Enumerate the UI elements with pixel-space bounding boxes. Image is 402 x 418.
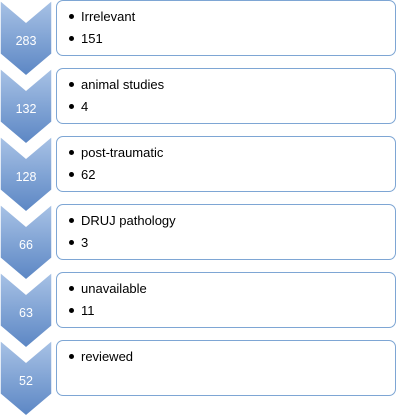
bullet-item: 62 — [69, 164, 395, 186]
chevron-polygon — [0, 204, 53, 281]
bullet-item: 151 — [69, 28, 395, 50]
bullet-item: 3 — [69, 232, 395, 254]
bullet-item: unavailable — [69, 278, 395, 300]
chevron-shape — [0, 272, 53, 349]
bullet-item: Irrelevant — [69, 6, 395, 28]
step-count: 128 — [15, 170, 37, 184]
step-count: 66 — [19, 238, 33, 252]
bullet-item: post-traumatic — [69, 142, 395, 164]
chevron-polygon — [0, 68, 53, 145]
step-count: 63 — [19, 306, 33, 320]
chevron-arrow: 66 — [0, 204, 56, 282]
chevron-arrow: 128 — [0, 136, 56, 214]
chevron-shape — [0, 68, 53, 145]
step-count: 283 — [15, 34, 37, 48]
chevron-polygon — [0, 272, 53, 349]
chevron-polygon — [0, 340, 53, 417]
bullet-list: reviewed — [57, 341, 395, 368]
chevron-shape — [0, 0, 53, 77]
chevron-arrow: 52 — [0, 340, 56, 418]
chevron-shape — [0, 136, 53, 213]
chevron-shape — [0, 204, 53, 281]
chevron-polygon — [0, 136, 53, 213]
bullet-item: DRUJ pathology — [69, 210, 395, 232]
chevron-arrow: 132 — [0, 68, 56, 146]
bullet-item: animal studies — [69, 74, 395, 96]
chevron-arrow: 283 — [0, 0, 56, 78]
bullet-item: 4 — [69, 96, 395, 118]
chevron-arrow: 63 — [0, 272, 56, 350]
step-count: 52 — [19, 374, 33, 388]
bullet-item: reviewed — [69, 346, 395, 368]
flow-step: reviewed 52 — [0, 340, 402, 417]
chevron-shape — [0, 340, 53, 417]
step-count: 132 — [15, 102, 37, 116]
chevron-polygon — [0, 0, 53, 77]
bullet-item: 11 — [69, 300, 395, 322]
step-box: reviewed — [56, 340, 396, 396]
